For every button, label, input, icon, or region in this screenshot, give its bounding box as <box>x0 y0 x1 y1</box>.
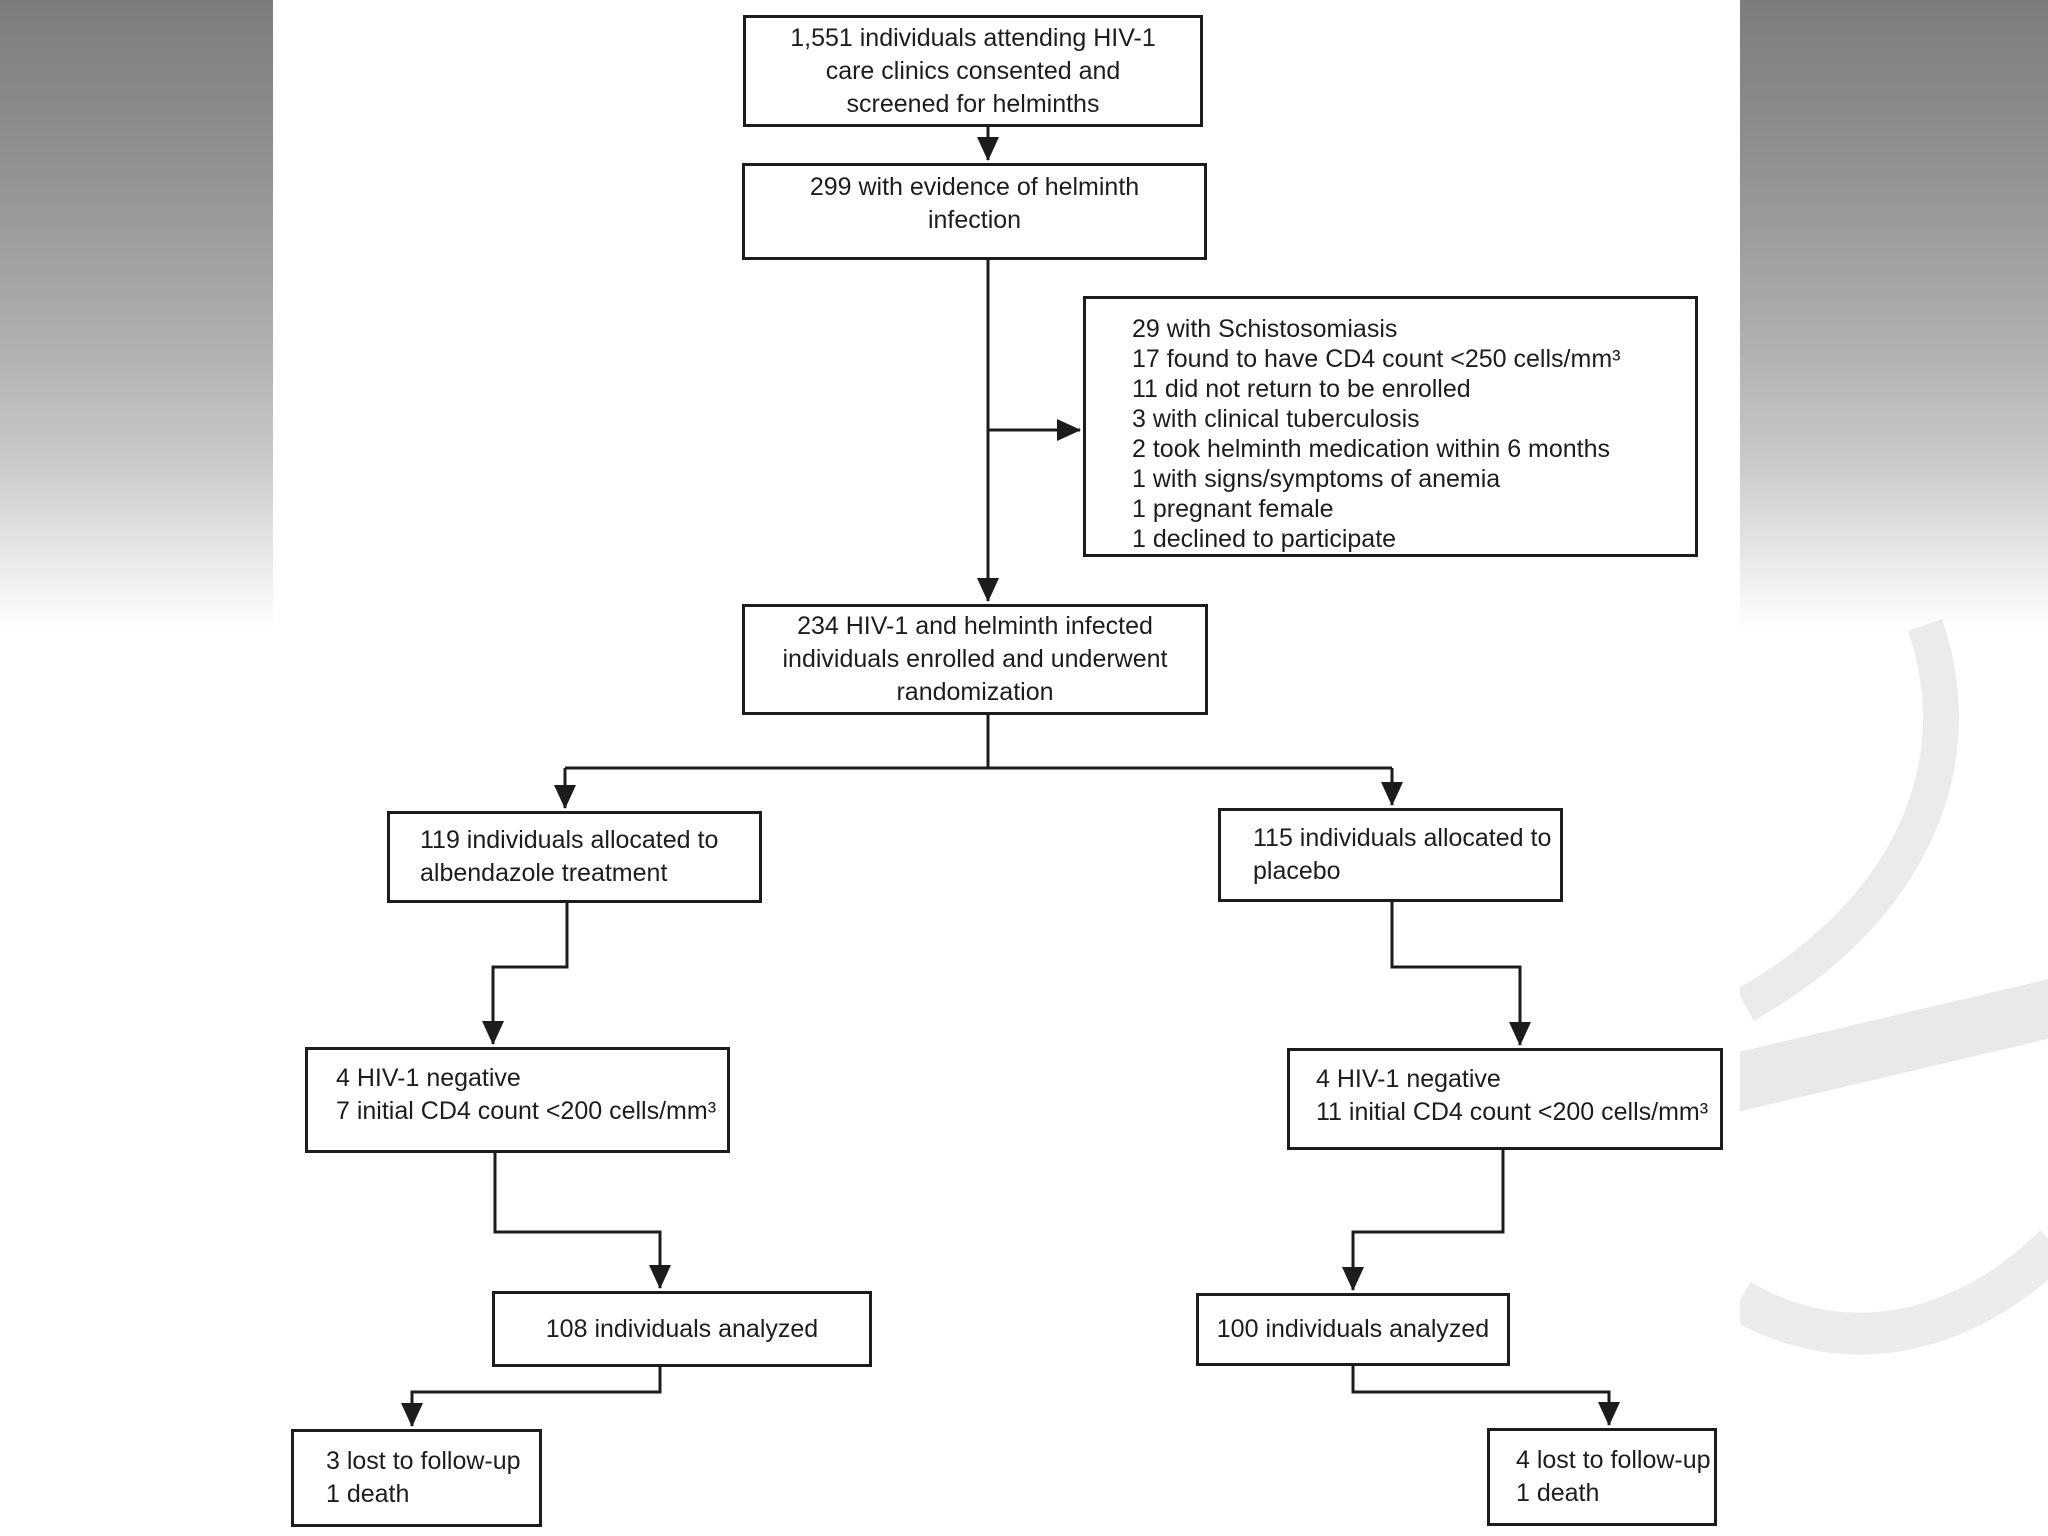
text-line: 1 death <box>326 1480 410 1508</box>
flow-box-albendazole-lost: 3 lost to follow-up 1 death <box>291 1429 542 1527</box>
text-line: 115 individuals allocated to <box>1253 824 1552 852</box>
swoosh-decoration <box>1740 619 2048 1355</box>
text-line: 1 with signs/symptoms of anemia <box>1132 465 1501 493</box>
flow-box-placebo-analyzed: 100 individuals analyzed <box>1196 1293 1510 1366</box>
flow-box-placebo-excluded: 4 HIV-1 negative 11 initial CD4 count <2… <box>1287 1048 1723 1150</box>
flow-box-albendazole-allocated: 119 individuals allocated to albendazole… <box>387 811 762 903</box>
text-line: 3 lost to follow-up <box>326 1447 521 1475</box>
text-line: infection <box>927 205 1022 234</box>
flow-box-helminth-evidence: 299 with evidence of helminth infection <box>742 163 1207 260</box>
text-line: albendazole treatment <box>420 859 668 887</box>
flow-box-screened: 1,551 individuals attending HIV-1 care c… <box>743 15 1203 127</box>
text-line: 234 HIV-1 and helminth infected <box>797 612 1153 640</box>
flow-box-placebo-allocated: 115 individuals allocated to placebo <box>1218 808 1563 902</box>
text-line: screened for helminths <box>846 89 1100 118</box>
text-line: 2 took helminth medication within 6 mont… <box>1132 435 1611 463</box>
text-line: 4 lost to follow-up <box>1516 1446 1711 1474</box>
flow-box-albendazole-excluded: 4 HIV-1 negative 7 initial CD4 count <20… <box>305 1047 730 1153</box>
text-line: 1 pregnant female <box>1132 495 1334 523</box>
text-line: 11 initial CD4 count <200 cells/mm³ <box>1316 1098 1709 1126</box>
text-line: 1 death <box>1516 1479 1600 1507</box>
text-line: 108 individuals analyzed <box>545 1314 819 1343</box>
text-line: 29 with Schistosomiasis <box>1132 315 1398 343</box>
text-line: 7 initial CD4 count <200 cells/mm³ <box>336 1097 717 1125</box>
flow-box-albendazole-analyzed: 108 individuals analyzed <box>492 1291 872 1367</box>
text-line: 1,551 individuals attending HIV-1 <box>790 23 1156 52</box>
flow-box-enrolled-randomized: 234 HIV-1 and helminth infected individu… <box>742 604 1208 715</box>
text-line: 3 with clinical tuberculosis <box>1132 405 1420 433</box>
text-line: 299 with evidence of helminth <box>809 172 1140 201</box>
text-line: 119 individuals allocated to <box>420 826 719 854</box>
text-line: 4 HIV-1 negative <box>336 1064 521 1092</box>
text-line: 100 individuals analyzed <box>1216 1315 1490 1343</box>
right-gradient-strip <box>1740 0 2048 1536</box>
text-line: care clinics consented and <box>825 56 1121 85</box>
text-line: 4 HIV-1 negative <box>1316 1065 1501 1093</box>
flow-box-placebo-lost: 4 lost to follow-up 1 death <box>1487 1428 1717 1526</box>
text-line: randomization <box>896 678 1054 706</box>
text-line: 1 declined to participate <box>1132 525 1397 553</box>
text-line: 17 found to have CD4 count <250 cells/mm… <box>1132 345 1621 373</box>
flow-box-exclusions: 29 with Schistosomiasis 17 found to have… <box>1083 296 1698 557</box>
text-line: placebo <box>1253 857 1341 885</box>
left-gradient-strip <box>0 0 273 1536</box>
text-line: 11 did not return to be enrolled <box>1132 375 1471 403</box>
text-line: individuals enrolled and underwent <box>782 645 1168 673</box>
